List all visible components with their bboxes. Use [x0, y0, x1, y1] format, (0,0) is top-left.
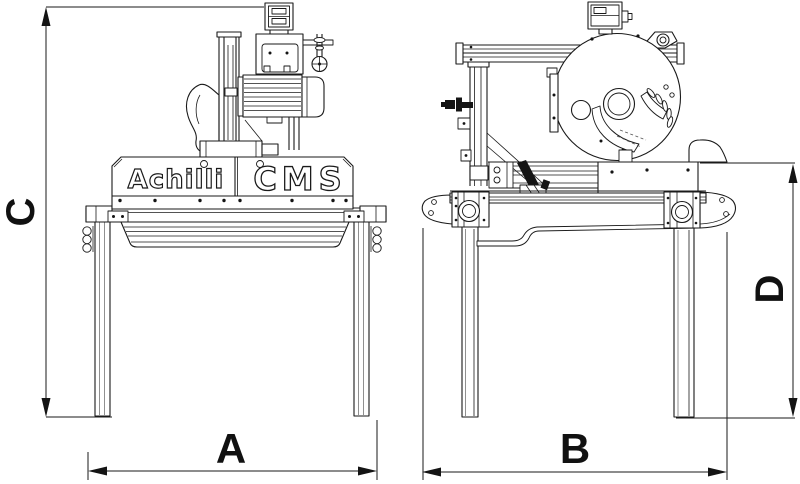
front-water-tray	[120, 221, 350, 248]
dimension-b: B	[422, 228, 728, 480]
right-leg-bracket	[663, 191, 701, 229]
model-logo-text: CMS	[253, 160, 346, 198]
side-view-drawing: D B	[421, 1, 798, 480]
dimension-c-label: C	[0, 198, 43, 227]
left-wing-foot	[421, 194, 453, 225]
side-frame	[421, 190, 737, 229]
front-rail	[85, 205, 387, 223]
panel-bolt-dots	[118, 198, 348, 203]
right-wing-foot	[699, 191, 737, 229]
dimension-c: C	[0, 6, 264, 418]
guard-vent-slots	[646, 84, 675, 128]
front-brand-panel: Achilli CMS	[111, 156, 354, 210]
dimension-a-label: A	[216, 425, 246, 472]
front-leg-clamps	[82, 226, 382, 253]
front-head-assembly	[185, 2, 334, 159]
dimension-d-label: D	[748, 275, 792, 304]
lock-handle	[441, 97, 473, 112]
side-legs	[461, 226, 695, 418]
chip-chute	[688, 139, 728, 163]
front-legs	[94, 219, 370, 417]
blade-guard	[546, 32, 682, 164]
dimension-b-label: B	[560, 425, 590, 472]
dimension-a: A	[87, 420, 378, 480]
side-junction-box	[587, 1, 633, 35]
front-view-drawing: Achilli CMS C A	[0, 2, 387, 480]
dimension-d: D	[676, 162, 798, 419]
clamp-lever	[517, 160, 551, 195]
brand-logo-text: Achilli	[128, 165, 225, 195]
left-leg-bracket	[451, 191, 490, 228]
